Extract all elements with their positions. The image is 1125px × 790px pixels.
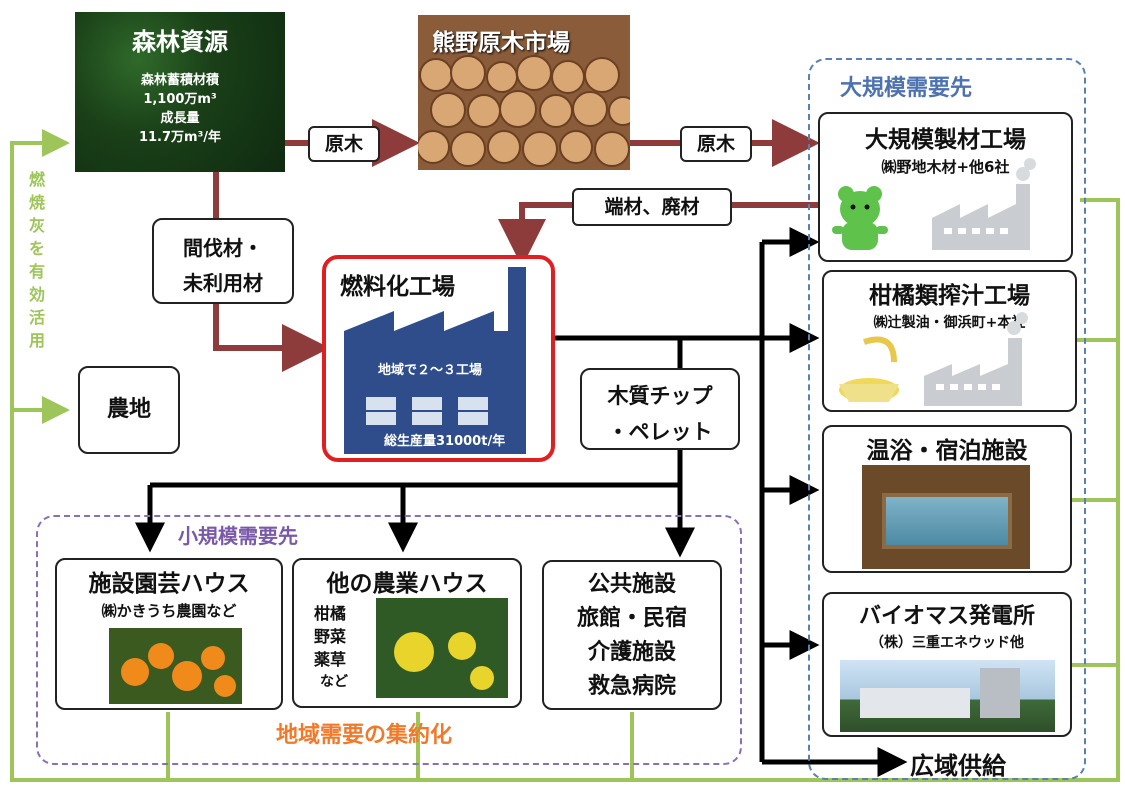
public-facility-item: 救急病院: [587, 674, 676, 699]
public-facility-item: 介護施設: [587, 640, 676, 665]
mascot-bear-icon: [832, 186, 888, 250]
farmland-box: 農地: [78, 366, 180, 454]
factory-gray-icon: [932, 158, 1036, 250]
ash-char: 焼: [28, 193, 45, 212]
sawmill-sub: ㈱野地木材+他6社: [881, 158, 1010, 176]
wood-chips-line1: 木質チップ: [607, 384, 713, 408]
ash-reuse-vertical-text: 燃 焼 灰 を 有 効 活 用: [26, 168, 48, 352]
citrus-fruit-photo: [376, 598, 508, 698]
thinning-wood-label: 間伐材・ 未利用材: [152, 218, 294, 304]
ash-char: 有: [28, 262, 45, 281]
log-market-title: 熊野原木市場: [432, 30, 570, 56]
citrus-juice-factory-box: 柑橘類搾汁工場 ㈱辻製油・御浜町+本社: [822, 270, 1077, 412]
plant-building: [860, 688, 970, 718]
farm-crop: など: [320, 674, 348, 690]
ash-char: を: [28, 239, 45, 258]
public-facility-item: 旅館・民宿: [576, 606, 687, 631]
citrus-title: 柑橘類搾汁工場: [869, 283, 1030, 309]
juice-oil-icon: [839, 336, 899, 402]
farm-crop: 薬草: [314, 650, 347, 669]
small-demand-group-frame: [36, 515, 742, 765]
horticulture-house-box: 施設園芸ハウス ㈱かきうち農園など: [55, 558, 283, 710]
farm-crop-list: 柑橘 野菜 薬草 など: [314, 602, 348, 694]
citrus-sub: ㈱辻製油・御浜町+本社: [873, 315, 1026, 331]
forest-stock-label: 森林蓄積材積: [140, 73, 219, 88]
biomass-plant-box: バイオマス発電所 （株）三重エネウッド他: [822, 592, 1072, 737]
biomass-title: バイオマス発電所: [858, 604, 1035, 629]
ash-char: 活: [28, 308, 45, 327]
horti-title: 施設園芸ハウス: [88, 571, 250, 597]
forest-growth-label: 成長量: [160, 111, 200, 126]
biomass-sub: （株）三重エネウッド他: [870, 635, 1024, 651]
other-farm-house-box: 他の農業ハウス 柑橘 野菜 薬草 など: [292, 558, 522, 708]
public-facility-item: 公共施設: [587, 572, 676, 597]
factory-gray-icon: [924, 312, 1028, 406]
sawmill-title: 大規模製材工場: [865, 127, 1026, 153]
factory-icon: [344, 267, 526, 454]
aggregation-label: 地域需要の集約化: [276, 723, 453, 748]
farmland-title: 農地: [106, 397, 151, 422]
bath-water: [882, 493, 1012, 549]
log-market-photo: 熊野原木市場: [418, 15, 630, 170]
offcuts-label: 端材、廃材: [572, 188, 732, 226]
small-demand-group-title: 小規模需要先: [178, 524, 298, 548]
ash-loop-lines: [10, 129, 1120, 782]
fuel-factory-box: 燃料化工場 地域で２～３工場 総生産量31000t/年: [322, 255, 555, 462]
large-demand-group-frame: [808, 58, 1086, 780]
spa-title: 温浴・宿泊施設: [866, 438, 1028, 464]
plant-tower: [980, 668, 1020, 718]
forest-resource-panel: 森林資源 森林蓄積材積 1,100万m³ 成長量 11.7万m³/年: [75, 12, 285, 172]
hot-spring-box: 温浴・宿泊施設: [822, 425, 1072, 573]
biomass-photo: [840, 660, 1055, 732]
ash-char: 燃: [28, 170, 45, 189]
large-sawmill-box: 大規模製材工場 ㈱野地木材+他6社: [818, 112, 1073, 262]
thinning-wood-line2: 未利用材: [183, 271, 263, 295]
farm-crop: 野菜: [314, 627, 347, 646]
farm-crop: 柑橘: [314, 604, 347, 623]
wood-chips-label: 木質チップ ・ペレット: [580, 368, 740, 450]
forest-title: 森林資源: [132, 28, 228, 56]
large-demand-group-title: 大規模需要先: [840, 76, 973, 101]
wood-chips-line2: ・ペレット: [607, 420, 713, 444]
log-pile-image: [418, 15, 630, 170]
raw-wood-label-2: 原木: [680, 126, 752, 162]
raw-wood-label-1: 原木: [308, 126, 380, 162]
spa-photo: [862, 465, 1030, 569]
public-facility-box: 公共施設 旅館・民宿 介護施設 救急病院: [542, 560, 722, 710]
farm-title: 他の農業ハウス: [326, 571, 488, 597]
ash-char: 効: [28, 285, 45, 304]
fuel-factory-title: 燃料化工場: [340, 274, 455, 300]
mandarin-orange-photo: [109, 628, 242, 704]
horti-sub: ㈱かきうち農園など: [101, 602, 237, 620]
wide-supply-label: 広域供給: [910, 752, 1006, 780]
forest-growth-value: 11.7万m³/年: [138, 130, 222, 145]
ash-char: 灰: [28, 216, 45, 235]
fuel-factory-region: 地域で２～３工場: [378, 363, 483, 378]
thinning-wood-line1: 間伐材・: [183, 236, 263, 260]
ash-char: 用: [28, 331, 45, 350]
fuel-factory-output: 総生産量31000t/年: [384, 434, 506, 449]
forest-stock-value: 1,100万m³: [143, 92, 217, 107]
